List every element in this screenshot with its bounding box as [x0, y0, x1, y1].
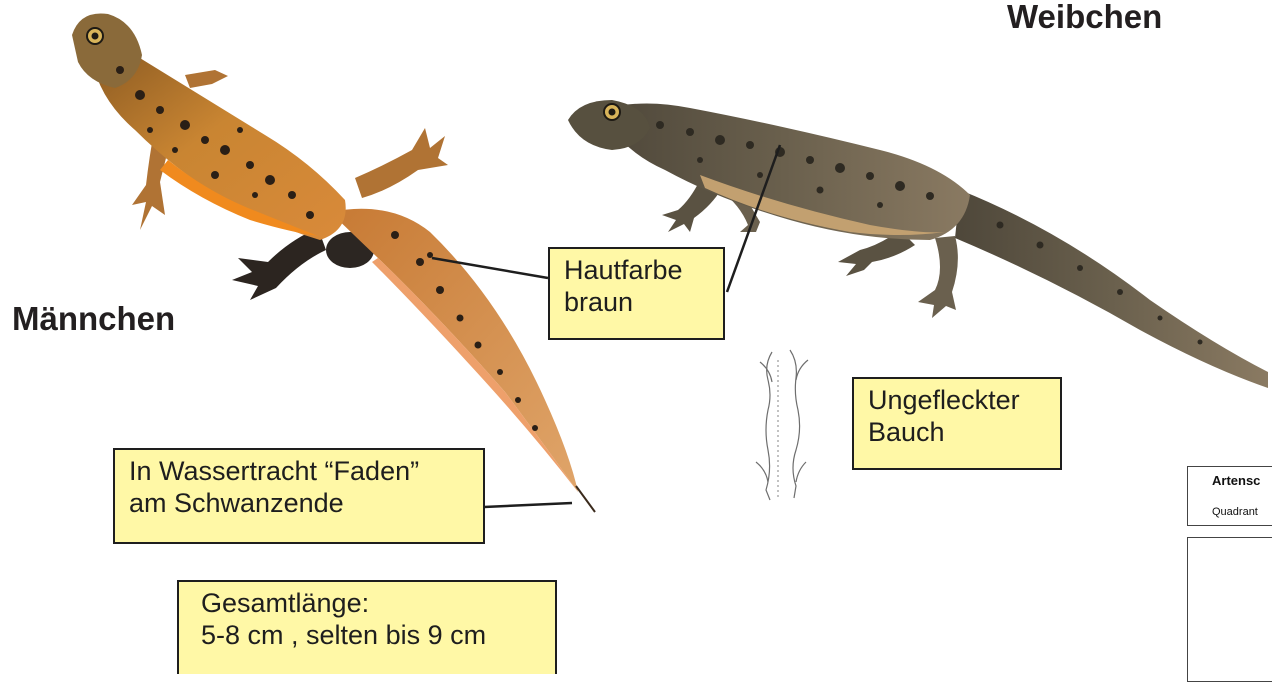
tail-thread-label: In Wassertracht “Faden” am Schwanzende — [113, 448, 485, 544]
female-tail — [955, 190, 1268, 388]
male-tail-thread — [576, 486, 595, 512]
leader-thread — [484, 503, 572, 507]
total-length-label: Gesamtlänge: 5-8 cm , selten bis 9 cm — [177, 580, 557, 674]
belly-sketch — [756, 350, 808, 500]
tail-thread-line-2: am Schwanzende — [129, 488, 469, 520]
female-body — [600, 103, 970, 240]
male-back-leg-right — [355, 128, 448, 198]
tail-thread-line-1: In Wassertracht “Faden” — [129, 456, 469, 488]
skin-color-line-2: braun — [564, 287, 709, 319]
female-heading: Weibchen — [1007, 0, 1162, 36]
male-heading: Männchen — [12, 300, 175, 338]
total-length-line-2: 5-8 cm , selten bis 9 cm — [201, 620, 541, 652]
total-length-line-1: Gesamtlänge: — [201, 588, 541, 620]
form-fragment-body — [1187, 537, 1272, 682]
form-fragment-subtitle: Quadrant — [1212, 506, 1258, 518]
male-newt — [72, 13, 595, 512]
skin-color-line-1: Hautfarbe — [564, 255, 709, 287]
female-pupil — [609, 109, 616, 116]
male-front-leg-right — [185, 70, 228, 88]
skin-color-label: Hautfarbe braun — [548, 247, 725, 340]
form-fragment-title: Artensc — [1212, 473, 1260, 488]
male-head — [72, 13, 142, 88]
male-pupil — [92, 33, 99, 40]
belly-line-1: Ungefleckter — [868, 385, 1046, 417]
female-newt — [568, 100, 1268, 388]
female-back-leg-2 — [918, 236, 958, 318]
belly-label: Ungefleckter Bauch — [852, 377, 1062, 470]
male-back-leg-left — [232, 228, 326, 300]
belly-line-2: Bauch — [868, 417, 1046, 449]
